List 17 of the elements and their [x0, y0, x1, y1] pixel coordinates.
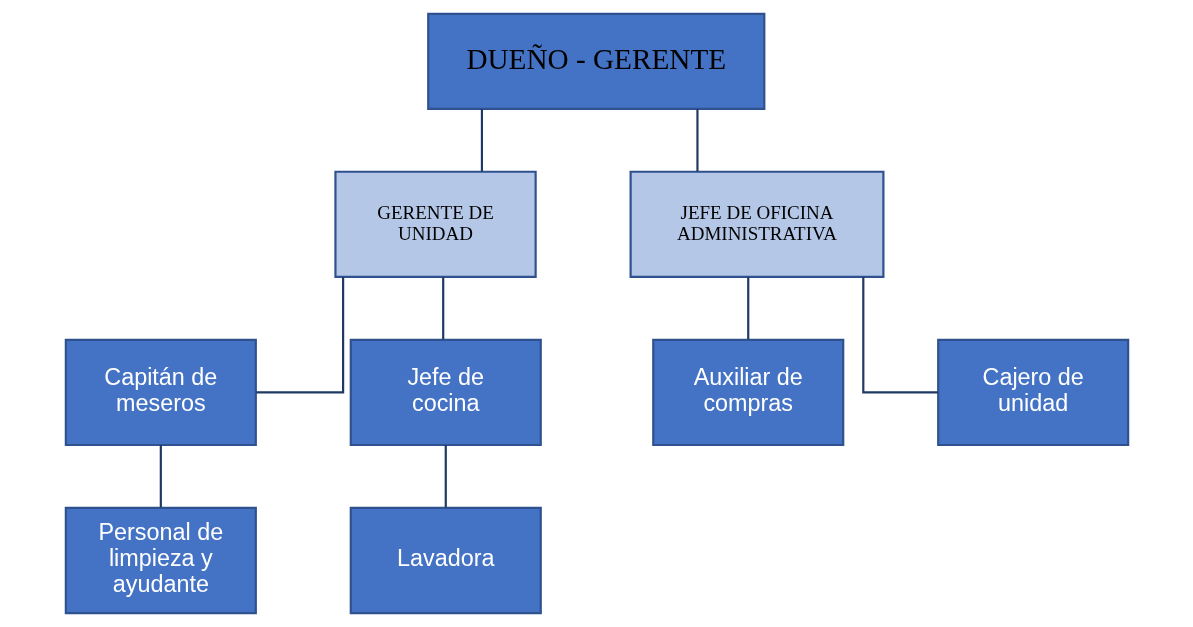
connector	[746, 277, 749, 340]
node-box: Jefe de cocina	[349, 338, 542, 447]
connector	[444, 445, 447, 508]
node-box: Personal de limpieza y ayudante	[64, 506, 257, 615]
node-box: GERENTE DE UNIDAD	[333, 170, 537, 279]
connector	[480, 109, 483, 172]
connector	[255, 277, 344, 394]
node-box: DUEÑO - GERENTE	[426, 12, 765, 111]
node-box: Cajero de unidad	[936, 338, 1129, 447]
connector	[861, 277, 938, 394]
node-box: JEFE DE OFICINA ADMINISTRATIVA	[629, 170, 884, 279]
connector	[441, 277, 444, 340]
node-box: Capitán de meseros	[64, 338, 257, 447]
connector	[695, 109, 699, 172]
connector	[159, 445, 162, 508]
node-box: Lavadora	[349, 506, 542, 615]
node-box: Auxiliar de compras	[651, 338, 844, 447]
